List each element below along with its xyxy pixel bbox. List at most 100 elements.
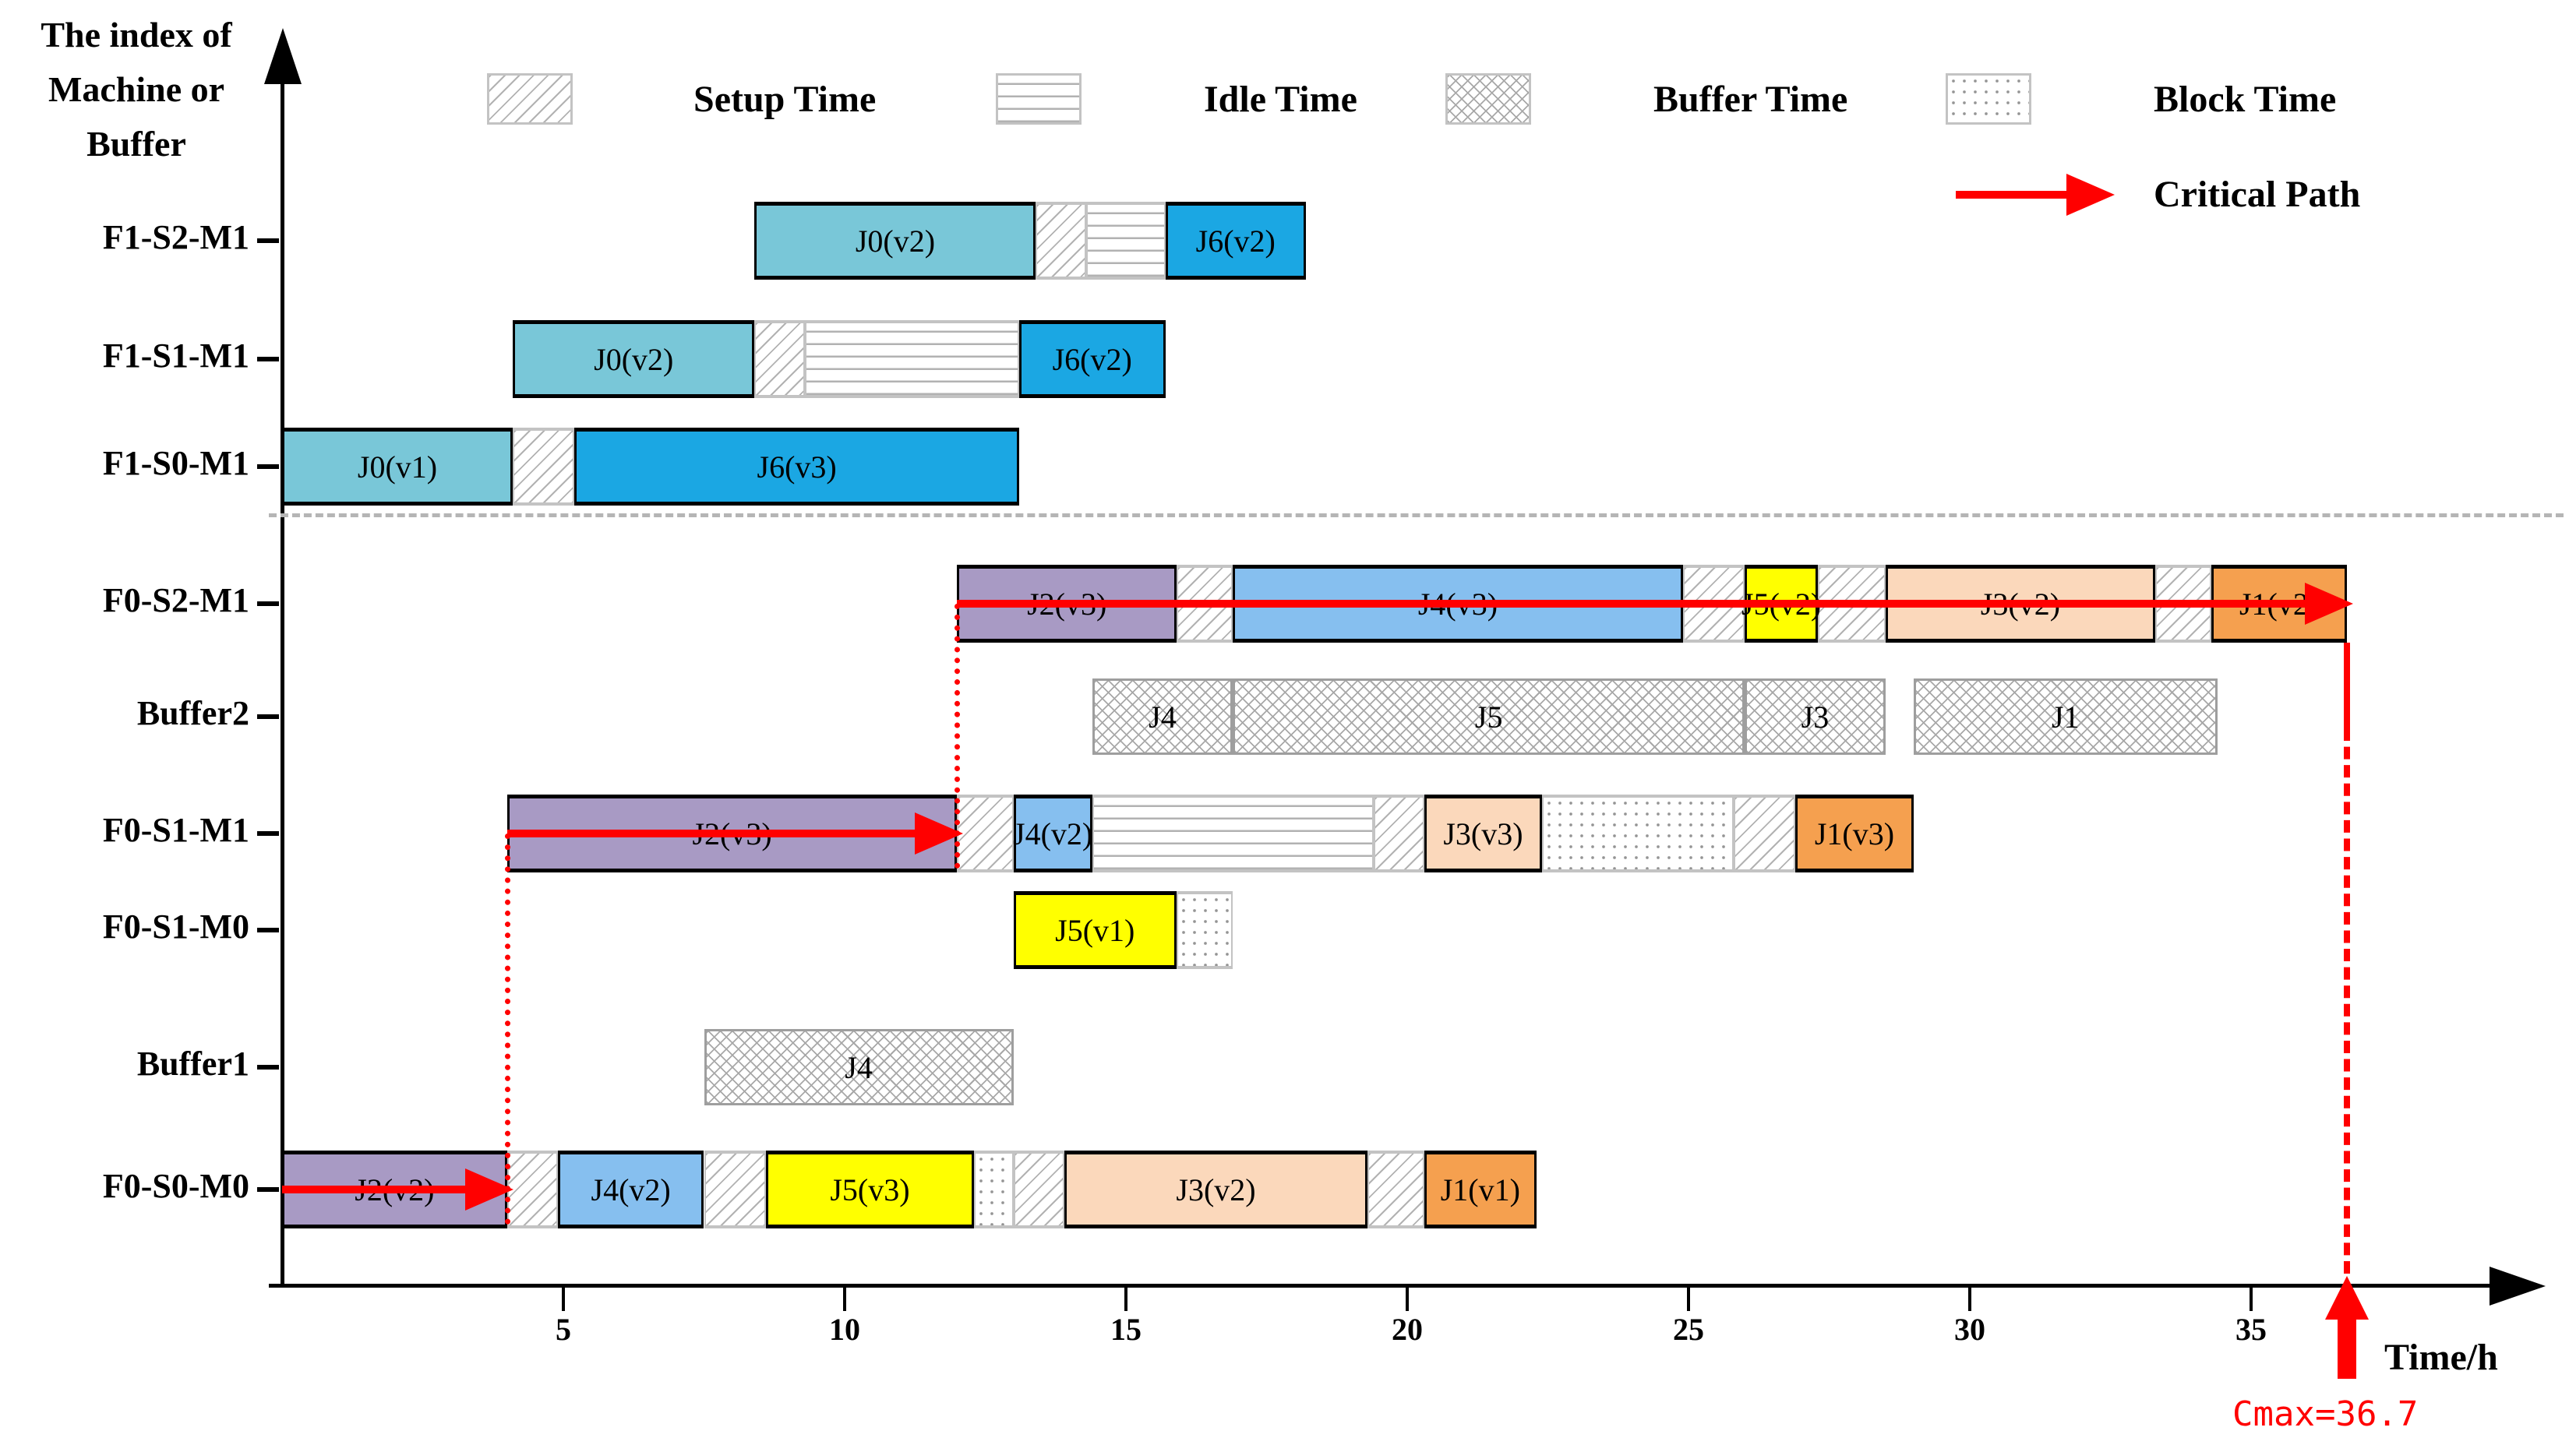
job-bar: J6(v2): [1018, 320, 1166, 398]
setup-segment: [754, 320, 806, 398]
x-tick-label-label: 25: [1673, 1312, 1704, 1347]
buffer-bar-label: J4: [1149, 699, 1177, 735]
factory-separator-line: [269, 513, 2564, 517]
x-tick-label: 30: [1907, 1307, 2032, 1348]
buffer-bar: J5: [1233, 678, 1745, 755]
idle-segment: [805, 320, 1019, 398]
row-label-buffer2: Buffer2: [136, 694, 249, 732]
x-tick-label: 5: [501, 1307, 626, 1348]
row-tick-mark: [257, 357, 279, 361]
row-tick-mark: [257, 238, 279, 243]
row-label-f0-s1-m1: F0-S1-M1: [102, 811, 249, 849]
job-bar-label: J5(v3): [830, 1172, 910, 1207]
y-axis-arrow-icon: [264, 28, 302, 84]
critical-path-line: [957, 600, 2308, 608]
buffer-bar: J1: [1913, 678, 2218, 755]
x-tick-mark: [843, 1288, 846, 1311]
row-tick-mark: [257, 831, 279, 836]
job-bar-label: J6(v2): [1195, 223, 1276, 259]
x-tick-label: 25: [1626, 1307, 1751, 1348]
x-tick-label: 10: [782, 1307, 907, 1348]
job-bar: J6(v2): [1165, 202, 1307, 280]
legend-idle-swatch-icon: [996, 73, 1082, 125]
job-bar: J1(v1): [1424, 1151, 1537, 1228]
row-label-f0-s2-m1: F0-S2-M1: [102, 581, 249, 619]
critical-path-dotted-riser: [504, 834, 510, 1225]
buffer-bar-label: J4: [845, 1049, 873, 1085]
x-tick-label: 15: [1064, 1307, 1188, 1348]
legend-buffer-label: Buffer Time: [1653, 79, 1848, 120]
block-segment: [1176, 891, 1233, 969]
x-tick-label-label: 5: [556, 1312, 571, 1347]
row-tick-mark: [257, 928, 279, 932]
legend-critical-path-arrow-icon: [1956, 191, 2073, 199]
buffer-bar-label: J1: [2051, 699, 2080, 735]
critical-path-line: [506, 830, 919, 837]
x-tick-mark: [1406, 1288, 1409, 1311]
block-segment: [1542, 795, 1734, 872]
job-bar-label: J4(v2): [1013, 816, 1093, 851]
setup-segment: [957, 795, 1014, 872]
buffer-bar: J4: [1092, 678, 1233, 755]
job-bar: J4(v2): [557, 1151, 704, 1228]
x-tick-label-label: 10: [829, 1312, 860, 1347]
x-tick-label-label: 15: [1110, 1312, 1142, 1347]
y-axis-title-line1: The index of: [41, 15, 232, 55]
legend-critical-path-arrowhead-icon: [2066, 174, 2115, 216]
job-bar: J6(v3): [574, 428, 1019, 506]
setup-segment: [1733, 795, 1796, 872]
job-bar-label: J6(v3): [757, 449, 837, 485]
idle-segment: [1092, 795, 1374, 872]
cmax-dashed-drop: [2343, 728, 2350, 1274]
setup-segment: [1367, 1151, 1424, 1228]
row-label-f0-s0-m0: F0-S0-M0: [102, 1167, 249, 1205]
legend-setup-label: Setup Time: [693, 79, 877, 120]
job-bar: J5(v3): [765, 1151, 975, 1228]
x-axis-title: Time/h: [2384, 1337, 2498, 1378]
legend-block-swatch-icon: [1946, 73, 2031, 125]
cmax-label: Cmax=36.7: [2232, 1394, 2419, 1434]
setup-segment: [1036, 202, 1087, 280]
row-tick-mark: [257, 1065, 279, 1070]
job-bar-label: J4(v2): [591, 1172, 671, 1207]
row-tick-mark: [257, 464, 279, 469]
buffer-bar: J4: [704, 1029, 1014, 1105]
cmax-solid-drop: [2343, 643, 2350, 728]
legend-block-label: Block Time: [2154, 79, 2337, 120]
legend-buffer-swatch-icon: [1445, 73, 1531, 125]
job-bar: J4(v2): [1013, 795, 1093, 872]
job-bar: J1(v3): [1795, 795, 1914, 872]
x-tick-label-label: 20: [1392, 1312, 1423, 1347]
job-bar-label: J0(v2): [855, 223, 936, 259]
buffer-bar: J3: [1745, 678, 1886, 755]
x-tick-mark: [1968, 1288, 1971, 1311]
setup-segment: [1373, 795, 1424, 872]
row-label-f1-s0-m1: F1-S0-M1: [102, 444, 249, 482]
legend-critical-path-label: Critical Path: [2154, 174, 2361, 215]
row-label-buffer1: Buffer1: [136, 1045, 249, 1083]
job-bar-label: J3(v3): [1443, 816, 1523, 851]
x-tick-mark: [1687, 1288, 1690, 1311]
job-bar: J3(v3): [1424, 795, 1543, 872]
x-tick-mark: [2250, 1288, 2253, 1311]
job-bar-label: J6(v2): [1052, 341, 1132, 377]
x-axis-line: [269, 1284, 2497, 1288]
job-bar: J0(v2): [513, 320, 755, 398]
critical-path-dotted-riser: [955, 604, 961, 869]
critical-path-arrowhead-icon: [915, 812, 964, 855]
row-label-f0-s1-m0: F0-S1-M0: [102, 908, 249, 946]
y-axis-title-line2: Machine or: [48, 69, 225, 109]
buffer-bar-label: J3: [1801, 699, 1830, 735]
critical-path-arrowhead-icon: [464, 1168, 513, 1211]
job-bar-label: J0(v1): [357, 449, 438, 485]
job-bar: J3(v2): [1064, 1151, 1368, 1228]
setup-segment: [704, 1151, 766, 1228]
y-axis-line: [281, 55, 284, 1287]
job-bar: J0(v2): [754, 202, 1036, 280]
cmax-arrow-shaft: [2337, 1318, 2356, 1379]
cmax-up-arrow-icon: [2324, 1276, 2369, 1320]
x-tick-label: 35: [2189, 1307, 2313, 1348]
row-tick-mark: [257, 714, 279, 719]
critical-path-line: [282, 1186, 468, 1193]
